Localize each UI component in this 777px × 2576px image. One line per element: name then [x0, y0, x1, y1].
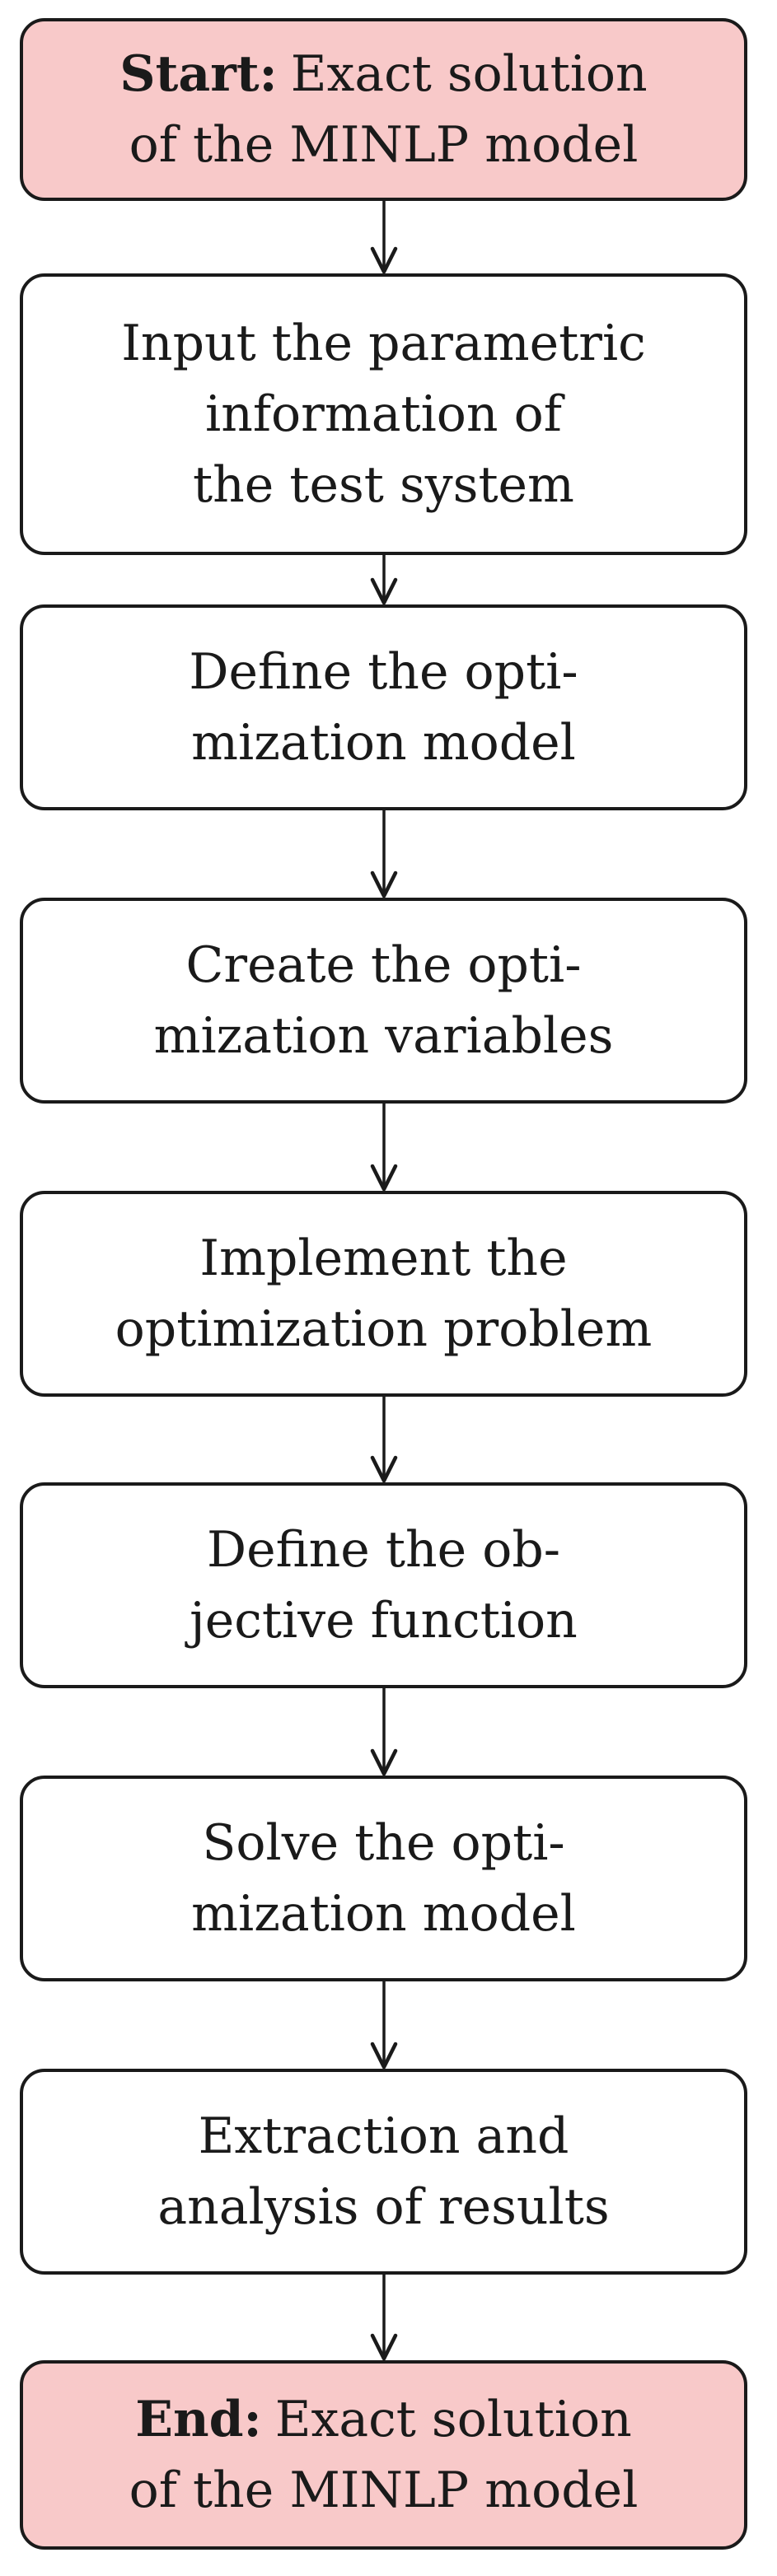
start-text-2: of the MINLP model — [129, 116, 639, 174]
create-variables-text-2: mization variables — [153, 1007, 614, 1065]
create-variables-text-1: Create the opti- — [185, 936, 582, 994]
extract-results-text-2: analysis of results — [157, 2178, 610, 2236]
start-line-1: Start:Exact solution — [119, 39, 647, 110]
extract-results-node: Extraction and analysis of results — [20, 2069, 747, 2275]
end-line-1: End:Exact solution — [135, 2384, 631, 2455]
extract-results-text-1: Extraction and — [198, 2107, 569, 2165]
define-objective-text-1: Define the ob- — [207, 1521, 560, 1579]
input-text-2: information of — [205, 385, 562, 443]
solve-model-text-1: Solve the opti- — [202, 1814, 565, 1872]
end-text-1: Exact solution — [274, 2391, 632, 2448]
implement-problem-text-2: optimization problem — [115, 1300, 653, 1358]
start-text-1: Exact solution — [290, 45, 648, 103]
define-model-text-2: mization model — [191, 714, 576, 772]
implement-problem-node: Implement the optimization problem — [20, 1191, 747, 1397]
input-text-3: the test system — [193, 456, 574, 514]
start-keyword: Start: — [119, 45, 278, 103]
create-variables-node: Create the opti- mization variables — [20, 898, 747, 1104]
solve-model-node: Solve the opti- mization model — [20, 1776, 747, 1981]
end-node: End:Exact solution of the MINLP model — [20, 2360, 747, 2550]
input-text-1: Input the parametric — [121, 315, 646, 372]
input-parametric-node: Input the parametric information of the … — [20, 273, 747, 555]
define-model-node: Define the opti- mization model — [20, 604, 747, 810]
define-objective-node: Define the ob- jective function — [20, 1482, 747, 1688]
implement-problem-text-1: Implement the — [199, 1230, 568, 1287]
solve-model-text-2: mization model — [191, 1885, 576, 1943]
end-keyword: End: — [135, 2391, 262, 2448]
start-node: Start:Exact solution of the MINLP model — [20, 18, 747, 201]
define-objective-text-2: jective function — [190, 1592, 578, 1650]
define-model-text-1: Define the opti- — [189, 643, 578, 701]
end-text-2: of the MINLP model — [129, 2462, 639, 2519]
